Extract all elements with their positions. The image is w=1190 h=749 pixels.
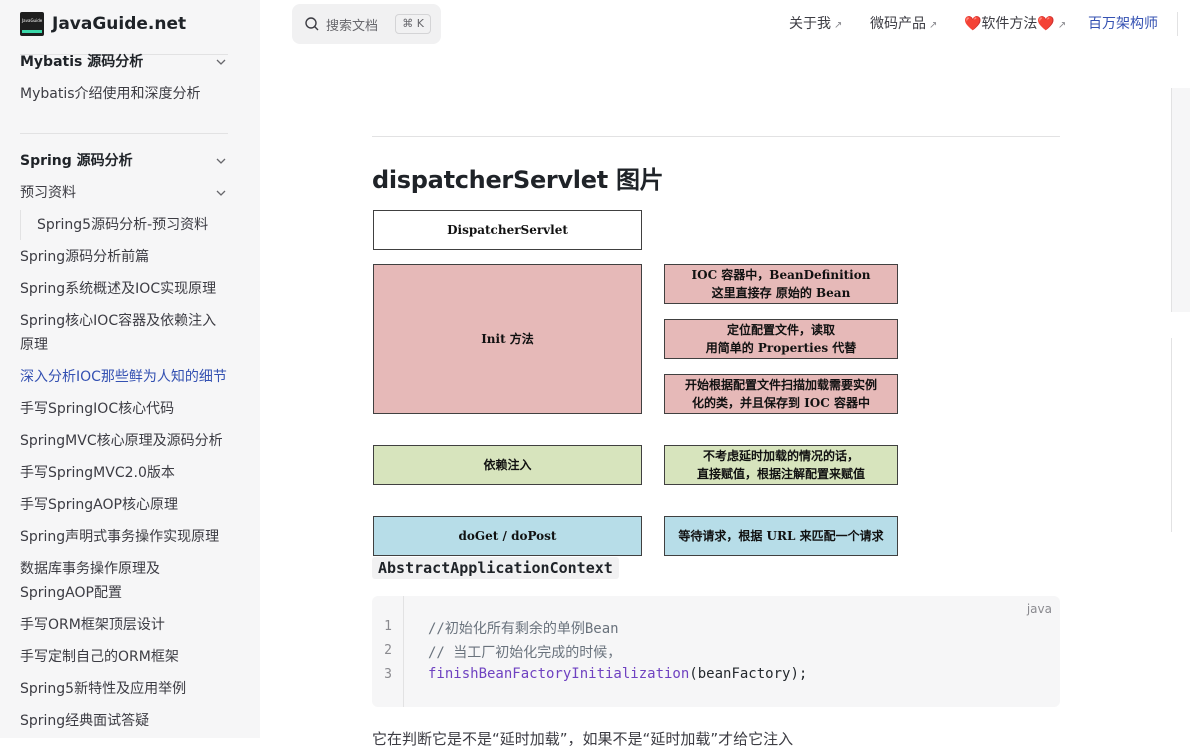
sidebar-item-springaop[interactable]: 手写SpringAOP核心原理	[20, 497, 178, 513]
outline-panel	[1172, 88, 1190, 312]
search-icon	[305, 17, 319, 31]
sidebar-item-orm-design[interactable]: 手写ORM框架顶层设计	[20, 617, 165, 633]
sidebar-item-db-tx[interactable]: 数据库事务操作原理及SpringAOP配置	[20, 561, 160, 601]
code-block: 1 2 3 java //初始化所有剩余的单例Bean // 当工厂初始化完成的…	[372, 596, 1060, 707]
diagram-box-await-request: 等待请求，根据 URL 来匹配一个请求	[664, 516, 898, 556]
divider	[372, 136, 1060, 137]
nav-products[interactable]: 微码产品↗	[870, 16, 938, 32]
chevron-down-icon	[216, 158, 226, 164]
diagram-box-doget: doGet / doPost	[373, 516, 642, 556]
sidebar-section-mybatis[interactable]: Mybatis 源码分析	[20, 50, 230, 74]
nav-about[interactable]: 关于我↗	[789, 16, 843, 32]
diagram-box-init: Init 方法	[373, 264, 642, 414]
outline-divider	[1171, 88, 1172, 312]
search-placeholder: 搜索文档	[326, 18, 379, 34]
code-language-label: java	[1026, 602, 1052, 616]
code-line-3: finishBeanFactoryInitialization(beanFact…	[428, 666, 808, 682]
sidebar-item-spring-pre[interactable]: Spring源码分析前篇	[20, 249, 150, 265]
sidebar-item-spring-interview[interactable]: Spring经典面试答疑	[20, 713, 150, 729]
brand-logo: JavaGuide	[20, 12, 44, 36]
diagram-box-dispatcher: DispatcherServlet	[373, 210, 642, 250]
sidebar-item-springmvc-core[interactable]: SpringMVC核心原理及源码分析	[20, 433, 223, 449]
line-number-gutter: 1 2 3	[372, 596, 404, 707]
inline-code-label: AbstractApplicationContext	[372, 557, 619, 579]
divider	[20, 133, 228, 134]
sidebar-item-spring-tx[interactable]: Spring声明式事务操作实现原理	[20, 529, 220, 545]
sidebar: JavaGuide JavaGuide.net Mybatis 源码分析 Myb…	[0, 0, 260, 738]
diagram-box-locate-config: 定位配置文件，读取 用简单的 Properties 代替	[664, 319, 898, 359]
sidebar-item-orm-custom[interactable]: 手写定制自己的ORM框架	[20, 649, 179, 665]
external-link-icon: ↗	[834, 20, 843, 31]
diagram-box-assign: 不考虑延时加载的情况的话， 直接赋值，根据注解配置来赋值	[664, 445, 898, 485]
diagram-box-di: 依赖注入	[373, 445, 642, 485]
chevron-down-icon	[216, 59, 226, 65]
nav-architect[interactable]: 百万架构师	[1088, 16, 1158, 32]
external-link-icon: ↗	[929, 20, 938, 31]
search-shortcut-badge: ⌘ K	[395, 14, 431, 34]
code-line-1: //初始化所有剩余的单例Bean	[428, 621, 619, 637]
sidebar-item-handwrite-ioc[interactable]: 手写SpringIOC核心代码	[20, 401, 175, 417]
sidebar-item-ioc-details[interactable]: 深入分析IOC那些鲜为人知的细节	[20, 369, 227, 385]
diagram-box-ioc-container: IOC 容器中，BeanDefinition 这里直接存 原始的 Bean	[664, 264, 898, 304]
paragraph-text: 它在判断它是不是“延时加载”，如果不是“延时加载”才给它注入	[372, 730, 794, 748]
sidebar-item-spring-ioc-di[interactable]: Spring核心IOC容器及依赖注入原理	[20, 313, 217, 353]
external-link-icon: ↗	[1057, 20, 1067, 31]
indent-guide	[20, 210, 21, 240]
chevron-down-icon	[216, 190, 226, 196]
divider	[1177, 12, 1178, 36]
sidebar-group-prep[interactable]: 预习资料	[20, 181, 230, 205]
section-heading: dispatcherServlet 图片	[372, 166, 664, 194]
diagram-box-scan-load: 开始根据配置文件扫描加载需要实例 化的类，并且保存到 IOC 容器中	[664, 374, 898, 414]
nav-software-method[interactable]: ❤️软件方法❤️↗	[964, 16, 1067, 32]
sidebar-item-mybatis-intro[interactable]: Mybatis介绍使用和深度分析	[20, 86, 201, 102]
sidebar-item-spring-overview[interactable]: Spring系统概述及IOC实现原理	[20, 281, 217, 297]
brand-link[interactable]: JavaGuide JavaGuide.net	[20, 12, 186, 36]
sidebar-item-spring5-prep[interactable]: Spring5源码分析-预习资料	[37, 217, 209, 233]
divider	[20, 54, 228, 55]
sidebar-section-spring[interactable]: Spring 源码分析	[20, 149, 230, 173]
search-button[interactable]: 搜索文档 ⌘ K	[292, 4, 441, 44]
sidebar-item-springmvc-2[interactable]: 手写SpringMVC2.0版本	[20, 465, 175, 481]
brand-name: JavaGuide.net	[52, 14, 187, 34]
code-line-2: // 当工厂初始化完成的时候，	[428, 645, 622, 661]
outline-divider	[1171, 338, 1172, 532]
sidebar-item-spring5-new[interactable]: Spring5新特性及应用举例	[20, 681, 187, 697]
